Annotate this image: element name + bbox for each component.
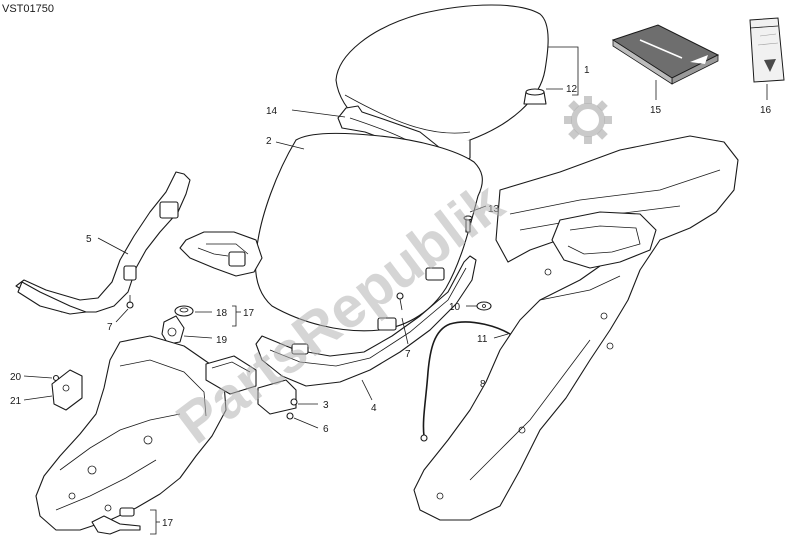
seat-release-cable[interactable]: [420, 321, 517, 442]
callout-14[interactable]: 14: [266, 106, 278, 117]
callout-2[interactable]: 2: [266, 136, 272, 147]
callout-17-top[interactable]: 17: [243, 308, 255, 319]
callout-16[interactable]: 16: [760, 105, 772, 116]
ignition-key[interactable]: [91, 507, 141, 535]
callout-7-left[interactable]: 7: [107, 322, 113, 333]
screw-right[interactable]: [396, 292, 404, 311]
tool-pouch[interactable]: [749, 17, 785, 83]
bracket-1: [548, 46, 579, 96]
callout-15[interactable]: 15: [650, 105, 662, 116]
screw-6[interactable]: [286, 412, 294, 420]
drawing-code: VST01750: [2, 3, 54, 15]
screw-left[interactable]: [126, 295, 134, 309]
callout-11[interactable]: 11: [477, 334, 488, 345]
callout-4[interactable]: 4: [371, 403, 377, 414]
screw-3[interactable]: [290, 398, 298, 406]
callout-8[interactable]: 8: [480, 379, 486, 390]
lock-cylinder[interactable]: [161, 315, 185, 345]
grab-handle[interactable]: [255, 255, 477, 387]
callout-19[interactable]: 19: [216, 335, 228, 346]
callout-6[interactable]: 6: [323, 424, 329, 435]
left-side-panel[interactable]: [15, 171, 191, 315]
callout-5[interactable]: 5: [86, 234, 92, 245]
callout-17-bottom[interactable]: 17: [162, 518, 174, 529]
gear-icon: [564, 96, 612, 144]
callout-21[interactable]: 21: [10, 396, 22, 407]
electrical-box[interactable]: [205, 355, 297, 415]
grommet-18[interactable]: [174, 305, 194, 317]
callout-7-right[interactable]: 7: [405, 349, 411, 360]
owners-manual[interactable]: [611, 24, 720, 85]
rubber-bumper[interactable]: [523, 88, 547, 105]
washer-10[interactable]: [476, 301, 492, 311]
rear-subframe: [413, 135, 739, 521]
bracket-21[interactable]: [51, 369, 83, 411]
callout-20[interactable]: 20: [10, 372, 22, 383]
callout-10[interactable]: 10: [449, 302, 461, 313]
callout-3[interactable]: 3: [323, 400, 329, 411]
seat-cowl[interactable]: [179, 132, 483, 332]
callout-18[interactable]: 18: [216, 308, 228, 319]
callout-12[interactable]: 12: [566, 84, 578, 95]
callout-13[interactable]: 13: [488, 204, 500, 215]
screw-13[interactable]: [463, 215, 473, 233]
callout-1[interactable]: 1: [584, 65, 590, 76]
